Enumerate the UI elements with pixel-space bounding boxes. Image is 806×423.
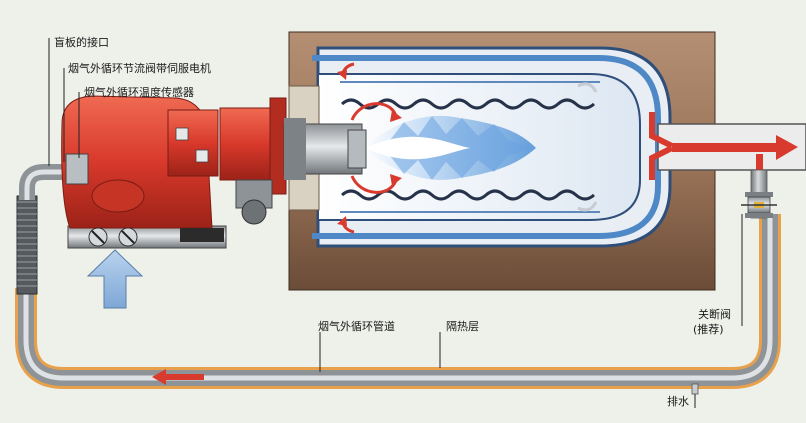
- label-shutoff-valve: 关断阀: [698, 307, 731, 321]
- connector-box-1: [175, 127, 189, 141]
- label-recirc-temp-sensor: 烟气外循环温度传感器: [84, 85, 194, 99]
- throttle-servo: [65, 153, 89, 185]
- damper-dial-right-needle: [121, 230, 135, 244]
- flue-arrow-stem-top: [649, 112, 674, 149]
- return-arrow-left-top-head: [337, 70, 347, 80]
- inspection-cover: [91, 179, 145, 213]
- valve-flange-top: [745, 192, 773, 197]
- furnace-blue-channel: [312, 55, 661, 239]
- label-shutoff-valve-recommended: (推荐): [693, 322, 724, 336]
- drain-nipple: [691, 383, 699, 395]
- valve-flange-bottom: [745, 213, 773, 218]
- air-inlet-arrow: [86, 249, 144, 309]
- flue-arrow-stem-bottom: [649, 145, 674, 180]
- blast-tube-nozzle: [347, 129, 367, 169]
- shutoff-valve: [741, 192, 777, 218]
- return-arrow-right-bottom: [577, 201, 598, 212]
- label-blind-plate-port: 盲板的接口: [54, 35, 109, 49]
- wavy-tube-top: [341, 98, 595, 110]
- oil-pump-wheel: [241, 199, 267, 225]
- burner: [61, 95, 367, 249]
- swirl-arrow-lower-head: [390, 174, 402, 186]
- flame: [362, 115, 536, 180]
- recirculation-pipe: [15, 164, 781, 395]
- swirl-arrow-upper-head: [390, 110, 402, 122]
- flue-arrow-shaft: [672, 143, 776, 152]
- pipe-flow-arrow-head: [152, 369, 166, 385]
- label-drain: 排水: [667, 394, 689, 408]
- label-recirc-pipe: 烟气外循环管道: [318, 319, 395, 333]
- leader-lines: [48, 38, 743, 408]
- recirc-branch-arrow: [756, 154, 763, 176]
- control-panel: [180, 228, 224, 242]
- flue-gas-arrow: [649, 112, 798, 186]
- hose-elbow-highlight: [24, 169, 66, 200]
- flame-core: [366, 136, 470, 160]
- damper-dial-left-needle: [91, 230, 105, 244]
- boiler: [288, 31, 806, 291]
- blast-tube-coupling: [284, 118, 306, 180]
- return-arrow-right-top: [577, 82, 598, 93]
- label-recirc-throttle-servo: 烟气外循环节流阀带伺服电机: [68, 61, 211, 75]
- burner-control-box: [167, 109, 219, 177]
- hose-ribs: [17, 201, 37, 287]
- return-arrow-left-bottom-head: [337, 216, 347, 226]
- label-insulation-layer: 隔热层: [446, 320, 479, 333]
- flexible-hose: [16, 195, 38, 295]
- flue-arrow-head: [776, 135, 798, 160]
- pipe-flow-arrow-shaft: [166, 374, 204, 380]
- connector-box-2: [195, 149, 209, 163]
- pipe-highlight: [23, 214, 773, 381]
